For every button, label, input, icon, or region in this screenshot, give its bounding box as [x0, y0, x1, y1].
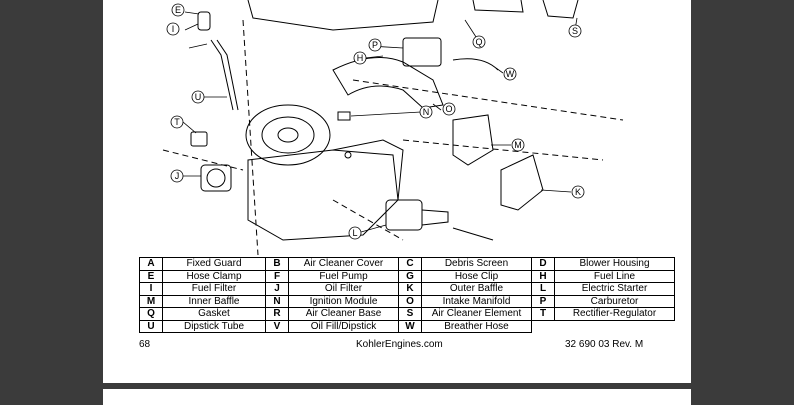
callout-label: S [572, 26, 578, 36]
part-name: Hose Clamp [162, 269, 266, 283]
callout-label: U [195, 92, 202, 102]
part-name: Oil Filter [288, 282, 399, 296]
part-key: N [265, 294, 289, 308]
part-key: J [265, 282, 289, 296]
part-key: E [139, 269, 163, 283]
part-key: B [265, 257, 289, 271]
page-number: 68 [139, 339, 151, 350]
table-row: U Dipstick Tube V Oil Fill/Dipstick W Br… [139, 319, 675, 333]
part-key: Q [139, 307, 163, 321]
part-name: Dipstick Tube [162, 319, 266, 333]
table-row: A Fixed Guard B Air Cleaner Cover C Debr… [139, 257, 675, 271]
part-key: I [139, 282, 163, 296]
part-key: H [531, 269, 555, 283]
next-page [103, 389, 691, 405]
part-name: Fuel Line [554, 269, 675, 283]
part-key: F [265, 269, 289, 283]
part-key: U [139, 319, 163, 333]
part-key: G [398, 269, 422, 283]
callout-label: E [175, 5, 181, 15]
callout-label: T [174, 117, 180, 127]
part-name: Blower Housing [554, 257, 675, 271]
table-row: M Inner Baffle N Ignition Module O Intak… [139, 294, 675, 308]
callout-label: O [445, 104, 452, 114]
part-name: Outer Baffle [421, 282, 532, 296]
part-key: R [265, 307, 289, 321]
callout-label: I [172, 24, 175, 34]
document-page: E I S P Q H W U N O T M J K L A Fi [103, 0, 691, 383]
part-name: Air Cleaner Base [288, 307, 399, 321]
callout-label: Q [475, 37, 482, 47]
part-key: D [531, 257, 555, 271]
callout-label: P [372, 40, 378, 50]
exploded-engine-diagram: E I S P Q H W U N O T M J K L [162, 0, 624, 255]
part-name: Gasket [162, 307, 266, 321]
part-key: O [398, 294, 422, 308]
part-key: V [265, 319, 289, 333]
part-key: T [531, 307, 555, 321]
part-name: Hose Clip [421, 269, 532, 283]
part-key: S [398, 307, 422, 321]
part-name: Inner Baffle [162, 294, 266, 308]
table-row: E Hose Clamp F Fuel Pump G Hose Clip H F… [139, 269, 675, 283]
callout-label: K [575, 187, 581, 197]
part-name: Intake Manifold [421, 294, 532, 308]
callout-label: N [423, 107, 430, 117]
part-name: Ignition Module [288, 294, 399, 308]
part-name: Breather Hose [421, 319, 532, 333]
callout-label: J [175, 171, 180, 181]
parts-legend-table: A Fixed Guard B Air Cleaner Cover C Debr… [139, 257, 675, 333]
callout-label: H [357, 53, 364, 63]
part-key: M [139, 294, 163, 308]
part-name: Fuel Pump [288, 269, 399, 283]
part-name: Air Cleaner Element [421, 307, 532, 321]
part-name: Rectifier-Regulator [554, 307, 675, 321]
part-key: A [139, 257, 163, 271]
part-key: C [398, 257, 422, 271]
part-name: Electric Starter [554, 282, 675, 296]
part-name: Debris Screen [421, 257, 532, 271]
part-key: L [531, 282, 555, 296]
part-key: P [531, 294, 555, 308]
table-row: Q Gasket R Air Cleaner Base S Air Cleane… [139, 307, 675, 321]
part-name: Fixed Guard [162, 257, 266, 271]
part-name: Oil Fill/Dipstick [288, 319, 399, 333]
part-key: W [398, 319, 422, 333]
callout-label: M [514, 140, 522, 150]
part-key: K [398, 282, 422, 296]
website-link: KohlerEngines.com [356, 339, 443, 350]
callout-label: L [352, 228, 357, 238]
part-name: Fuel Filter [162, 282, 266, 296]
diagram-callouts [166, 3, 585, 240]
part-name: Air Cleaner Cover [288, 257, 399, 271]
document-number: 32 690 03 Rev. M [565, 339, 644, 350]
table-row: I Fuel Filter J Oil Filter K Outer Baffl… [139, 282, 675, 296]
callout-label: W [506, 69, 515, 79]
part-name: Carburetor [554, 294, 675, 308]
